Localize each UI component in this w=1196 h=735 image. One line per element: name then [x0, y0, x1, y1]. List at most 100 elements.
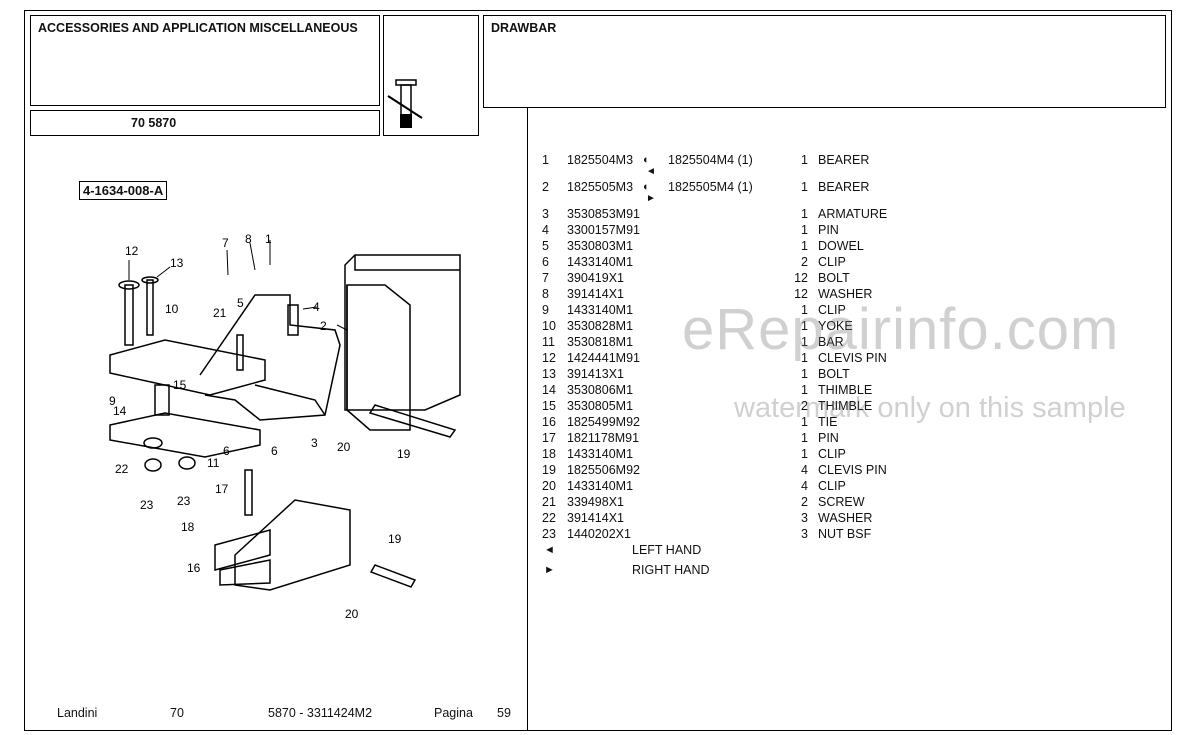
- callout-10: 10: [165, 302, 179, 316]
- quantity: 1: [801, 239, 808, 253]
- quantity: 1: [801, 367, 808, 381]
- part-number: 3530828M1: [567, 319, 634, 333]
- part-number: 390419X1: [567, 271, 625, 285]
- part-number: 3530803M1: [567, 239, 634, 253]
- description: SCREW: [818, 495, 865, 509]
- hand-arrow-icon: ►: [646, 193, 656, 204]
- callout-8: 8: [245, 232, 252, 246]
- callout-6b: 6: [271, 444, 278, 458]
- description: THIMBLE: [818, 383, 873, 397]
- ref-number: 7: [542, 271, 549, 285]
- footer-series: 70: [170, 706, 184, 720]
- quantity: 1: [801, 415, 808, 429]
- part-number: 3300157M91: [567, 223, 640, 237]
- callout-19a: 19: [397, 447, 411, 461]
- description: TIE: [818, 415, 838, 429]
- ref-number: 22: [542, 511, 556, 525]
- ref-number: 3: [542, 207, 549, 221]
- part-number: 391414X1: [567, 511, 625, 525]
- part-number: 1825506M92: [567, 463, 640, 477]
- part-number: 1821178M91: [567, 431, 640, 445]
- description: NUT BSF: [818, 527, 872, 541]
- pin-4: [287, 304, 299, 336]
- quantity: 1: [801, 383, 808, 397]
- callout-6a: 6: [223, 444, 230, 458]
- part-number: 3530818M1: [567, 335, 634, 349]
- quantity: 1: [801, 303, 808, 317]
- quantity: 2: [801, 399, 808, 413]
- ref-number: 21: [542, 495, 556, 509]
- description: YOKE: [818, 319, 853, 333]
- callout-19b: 19: [388, 532, 402, 546]
- part-number: 1433140M1: [567, 255, 634, 269]
- callout-9: 9: [109, 394, 116, 408]
- description: CLIP: [818, 479, 846, 493]
- quantity: 1: [801, 223, 808, 237]
- part-number: 1433140M1: [567, 303, 634, 317]
- callout-11: 11: [207, 456, 220, 470]
- tractor-body: [344, 254, 461, 411]
- quantity: 2: [801, 495, 808, 509]
- quantity: 1: [801, 431, 808, 445]
- model-code: 70 5870: [131, 116, 177, 130]
- part-number: 3530853M91: [567, 207, 640, 221]
- ref-number: 8: [542, 287, 549, 301]
- quantity: 3: [801, 511, 808, 525]
- clevis-pin-19b: [369, 564, 417, 588]
- legend-text: LEFT HAND: [632, 543, 702, 557]
- description: CLEVIS PIN: [818, 351, 887, 365]
- quantity: 1: [801, 180, 808, 194]
- callout-12: 12: [125, 244, 139, 258]
- part-number: 1825505M3: [567, 180, 634, 194]
- ref-number: 2: [542, 180, 549, 194]
- quantity: 12: [794, 271, 808, 285]
- part-number: 391414X1: [567, 287, 625, 301]
- part-number: 339498X1: [567, 495, 625, 509]
- exploded-diagram: 12 13 7 8 1 10 21 5 4 2 15 9 14 3 6 6 20…: [109, 232, 461, 621]
- description: BOLT: [818, 367, 850, 381]
- quantity: 1: [801, 351, 808, 365]
- bolt-13: [146, 279, 154, 336]
- quantity: 4: [801, 463, 808, 477]
- part-pin-icon: [387, 79, 423, 128]
- ref-number: 20: [542, 479, 556, 493]
- part-number: 3530805M1: [567, 399, 634, 413]
- callout-20a: 20: [337, 440, 351, 454]
- alt-part-number: 1825505M4 (1): [668, 180, 753, 194]
- part-number: 1440202X1: [567, 527, 631, 541]
- callout-21: 21: [213, 306, 227, 320]
- description: DOWEL: [818, 239, 864, 253]
- pin-17: [244, 469, 253, 516]
- quantity: 1: [801, 335, 808, 349]
- footer-brand: Landini: [57, 706, 98, 720]
- callout-5: 5: [237, 296, 244, 310]
- ref-number: 13: [542, 367, 556, 381]
- ref-number: 9: [542, 303, 549, 317]
- callout-4: 4: [313, 300, 320, 314]
- footer-doc: 5870 - 3311424M2: [268, 706, 373, 720]
- ref-number: 15: [542, 399, 556, 413]
- model-code-box: 70 5870: [30, 110, 380, 136]
- callout-2: 2: [320, 319, 327, 333]
- ref-number: 11: [542, 335, 555, 349]
- bearer-plate: [346, 284, 411, 431]
- callout-3: 3: [311, 436, 318, 450]
- ref-number: 14: [542, 383, 556, 397]
- group-title: DRAWBAR: [491, 21, 557, 35]
- callout-15: 15: [173, 378, 187, 392]
- drawbar: [109, 339, 266, 396]
- watermark-line1: eRepairinfo.com: [682, 297, 1120, 362]
- callout-23a: 23: [140, 498, 154, 512]
- quantity: 2: [801, 255, 808, 269]
- part-number: 1825504M3: [567, 153, 634, 167]
- legend-text: RIGHT HAND: [632, 563, 710, 577]
- dowel-5: [236, 334, 244, 371]
- callout-17: 17: [215, 482, 229, 496]
- hand-arrow-icon: ◄: [544, 544, 555, 556]
- footer-page-number: 59: [497, 706, 511, 720]
- ref-number: 6: [542, 255, 549, 269]
- group-title-box: DRAWBAR: [483, 15, 1166, 108]
- column-divider: [527, 108, 528, 731]
- ref-number: 1: [542, 153, 549, 167]
- description: BEARER: [818, 180, 870, 194]
